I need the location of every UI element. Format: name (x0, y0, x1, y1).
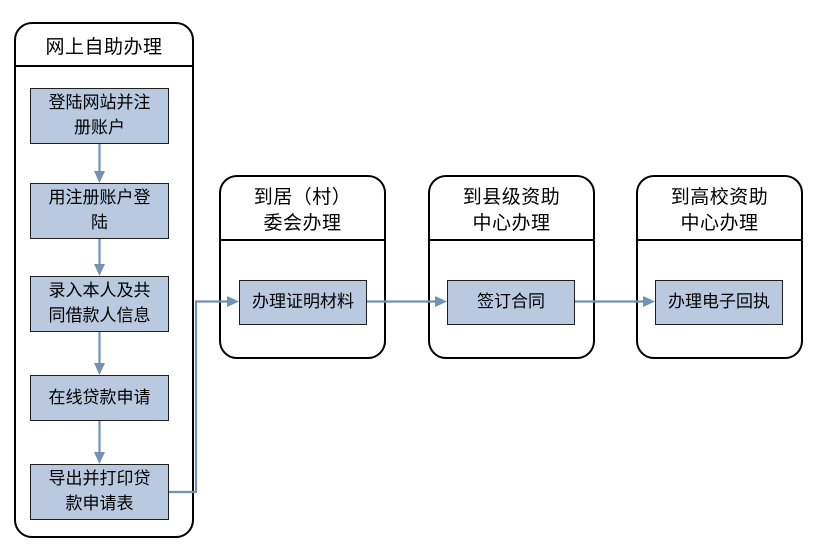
panel-committee-title: 到居（村） 委会办理 (221, 177, 384, 241)
step-contract[interactable]: 签订合同 (447, 280, 575, 325)
step-input[interactable]: 录入本人及共 同借款人信息 (30, 276, 169, 332)
step-register[interactable]: 登陆网站并注 册账户 (30, 88, 169, 144)
panel-college: 到高校资助 中心办理 (636, 175, 803, 359)
panel-county-title: 到县级资助 中心办理 (430, 177, 593, 241)
step-apply[interactable]: 在线贷款申请 (30, 375, 169, 421)
panel-college-title: 到高校资助 中心办理 (638, 177, 801, 241)
panel-online-title: 网上自助办理 (16, 24, 192, 67)
panel-county: 到县级资助 中心办理 (428, 175, 595, 359)
step-login[interactable]: 用注册账户登 陆 (30, 183, 169, 239)
step-print[interactable]: 导出并打印贷 款申请表 (30, 464, 169, 520)
step-certificate[interactable]: 办理证明材料 (239, 280, 367, 325)
panel-committee: 到居（村） 委会办理 (219, 175, 386, 359)
step-receipt[interactable]: 办理电子回执 (655, 280, 783, 325)
